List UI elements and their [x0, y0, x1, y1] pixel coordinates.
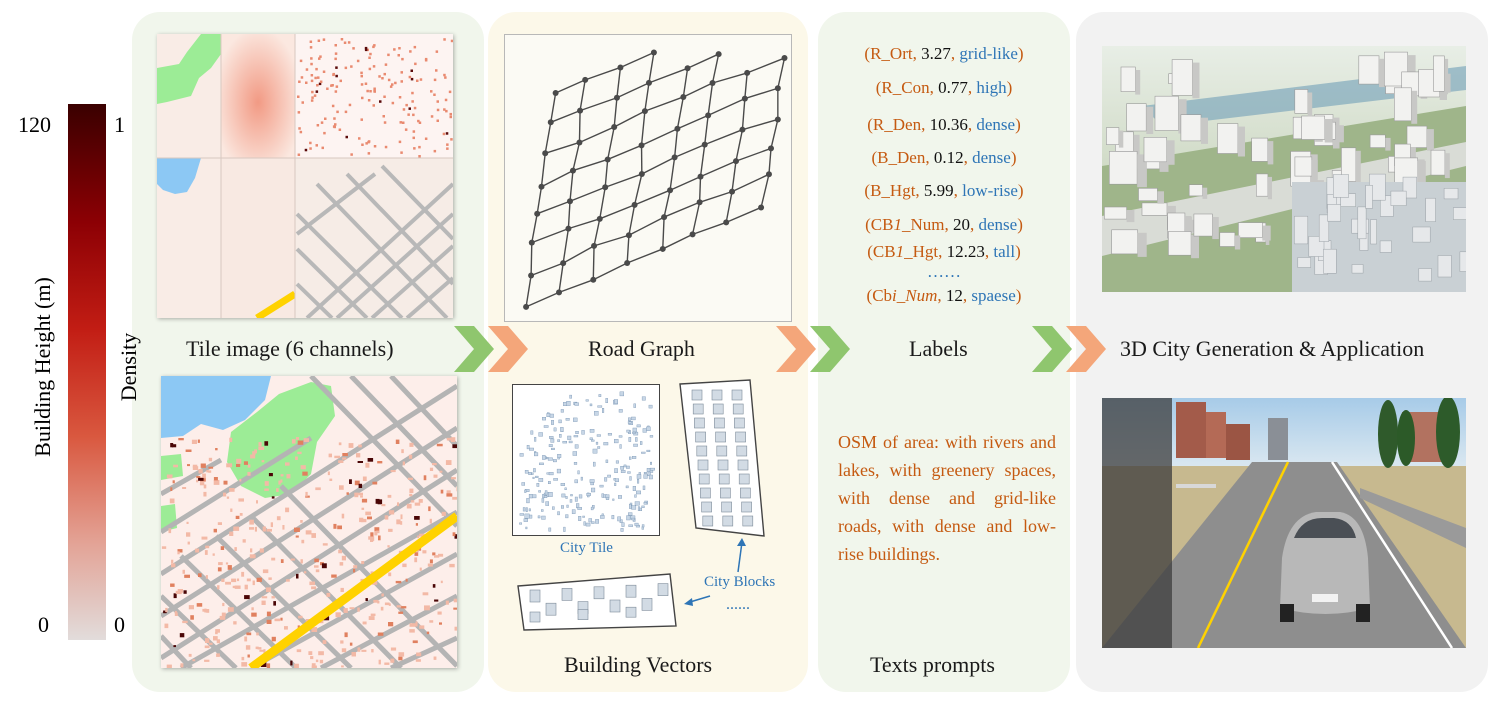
- building-vectors-title: Building Vectors: [564, 652, 713, 677]
- label-r-ort: (R_Ort, 3.27, grid-like): [864, 44, 1024, 63]
- tile-composite-map: [161, 376, 457, 668]
- city-3d-title: 3D City Generation & Application: [1120, 336, 1425, 361]
- labels-ellipsis: ……: [927, 262, 961, 281]
- density-max-tick: 1: [114, 112, 125, 137]
- building-height-axis-label: Building Height (m): [30, 277, 55, 457]
- city-block-vector-wide: [517, 573, 677, 631]
- arrow-road-to-labels: [776, 326, 850, 372]
- road-graph-title: Road Graph: [588, 336, 695, 361]
- labels-title: Labels: [909, 336, 968, 361]
- label-cbi-num: (Cbi_Num, 12, spaese): [866, 286, 1022, 305]
- label-b-den: (B_Den, 0.12, dense): [871, 148, 1017, 167]
- city-block-vector-tall: [679, 379, 765, 537]
- road-graph-image: [504, 34, 792, 322]
- label-b-hgt: (B_Hgt, 5.99, low-rise): [864, 181, 1024, 200]
- label-r-den: (R_Den, 10.36, dense): [867, 115, 1021, 134]
- texts-prompts-title: Texts prompts: [870, 652, 995, 677]
- tile-channel-stack: [157, 34, 453, 318]
- tile-image-title: Tile image (6 channels): [186, 336, 394, 361]
- text-prompt: OSM of area: with rivers and lakes, with…: [838, 432, 1056, 564]
- panel-labels: [818, 12, 1070, 692]
- city-tile-label: City Tile: [560, 540, 613, 556]
- label-cb1-hgt: (CB1_Hgt, 12.23, tall): [867, 242, 1021, 261]
- city-blocks-label: City Blocks: [704, 574, 776, 590]
- height-min-tick: 0: [38, 612, 49, 637]
- driving-simulation-screenshot: [1102, 398, 1466, 648]
- arrow-tile-to-road: [454, 326, 528, 372]
- city-blocks-arrows: [684, 538, 746, 606]
- arrow-labels-to-3d: [1032, 326, 1106, 372]
- label-r-con: (R_Con, 0.77, high): [875, 78, 1013, 97]
- label-cb1-num: (CB1_Num, 20, dense): [865, 215, 1023, 234]
- density-axis-label: Density: [116, 332, 141, 402]
- city-3d-render: [1102, 46, 1466, 292]
- density-min-tick: 0: [114, 612, 125, 637]
- city-tile-vector: [512, 384, 660, 536]
- colorbar: [68, 104, 106, 640]
- city-blocks-ellipsis: ......: [726, 596, 750, 613]
- height-max-tick: 120: [18, 112, 51, 137]
